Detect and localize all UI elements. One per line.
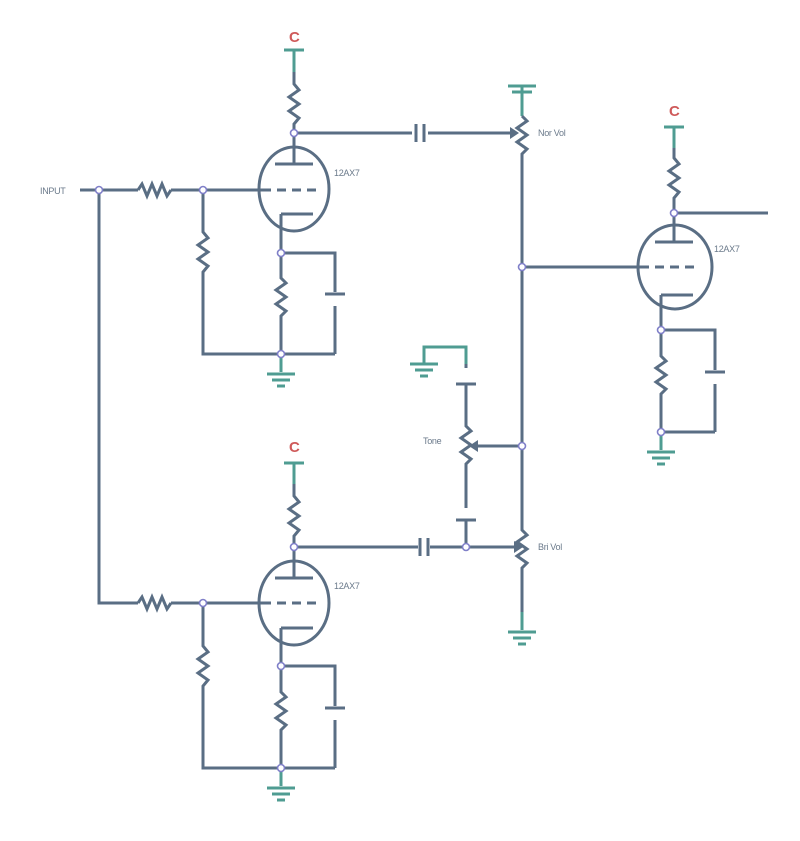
supply-label-v1: C [289,29,300,46]
nor-vol-label: Nor Vol [538,128,566,138]
v2-stage: C 12AX7 [195,439,523,802]
input-label: INPUT [40,186,66,196]
tube-label-v3: 12AX7 [714,244,740,254]
tone-label: Tone [423,436,442,446]
bri-vol-pot [514,446,530,630]
tube-label-v2: 12AX7 [334,581,360,591]
supply-label-v3: C [669,103,680,120]
plate-resistor-v3 [666,148,682,213]
nor-vol-pot [514,114,530,446]
input-wires [80,180,262,613]
plate-resistor-v2 [286,484,302,547]
volume-tone-network: Nor Vol Tone Bri Vol [410,84,640,646]
supply-label-v2: C [289,439,300,456]
junction-nodes [94,128,679,773]
plate-resistor-v1 [286,72,302,133]
tube-label-v1: 12AX7 [334,168,360,178]
bri-vol-label: Bri Vol [538,542,562,552]
v1-stage: C 12AX7 [195,29,510,388]
v3-stage: C 12AX7 [636,103,768,466]
